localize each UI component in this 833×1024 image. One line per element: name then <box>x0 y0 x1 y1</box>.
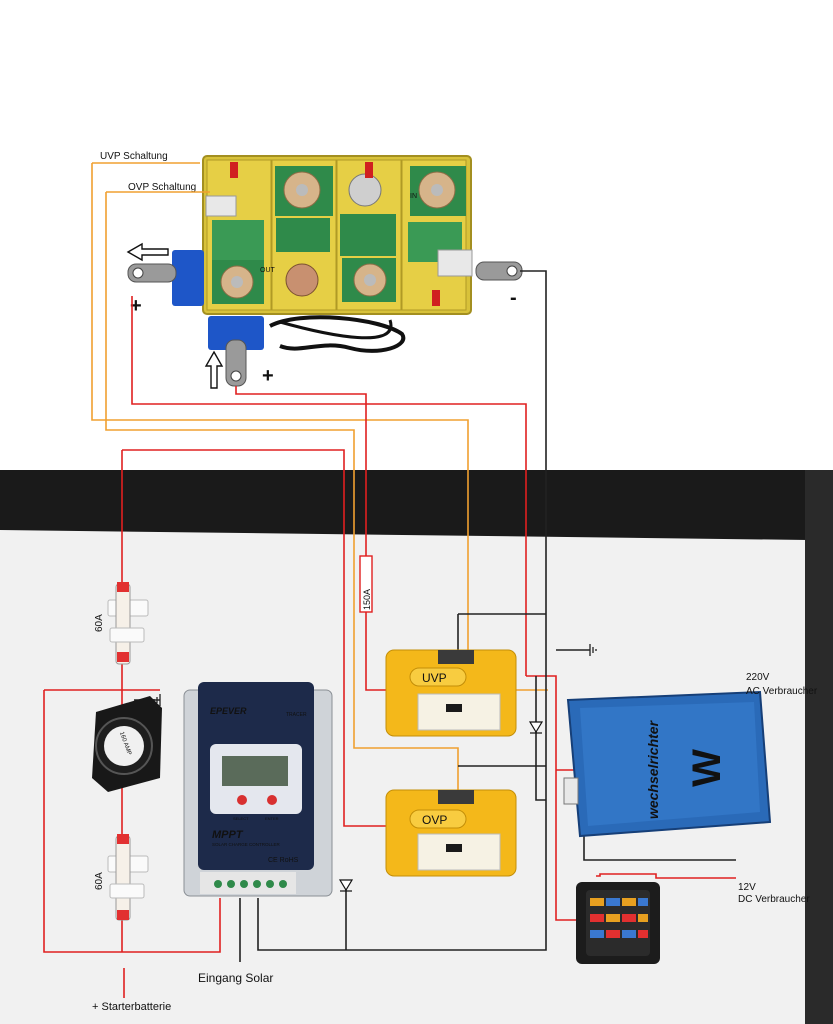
ac-load-label: AC Verbraucher <box>746 686 818 697</box>
terminal-negative <box>475 261 523 281</box>
inverter-logo: W <box>685 749 729 787</box>
uvp-module: UVP <box>385 649 517 737</box>
uvp-module-label: UVP <box>422 671 447 685</box>
board-edge <box>805 470 833 1024</box>
fuse-150a: 150A <box>359 555 373 613</box>
enter-button[interactable] <box>267 795 277 805</box>
svg-text:60A: 60A <box>94 614 105 632</box>
dc-voltage-label: 12V <box>738 882 756 893</box>
dark-backdrop <box>0 470 833 540</box>
inverter-brand: wechselrichter <box>645 719 661 819</box>
diode-bottom <box>338 879 354 892</box>
svg-text:150A: 150A <box>362 589 372 610</box>
controller-brand: EPEVER <box>210 706 247 716</box>
cable-bundle <box>269 315 406 353</box>
diode-right <box>528 721 544 734</box>
controller-subtitle: SOLAR CHARGE CONTROLLER <box>212 842 281 847</box>
starter-battery-label: + Starterbatterie <box>92 1001 171 1013</box>
current-shunt-left <box>127 250 204 306</box>
select-button[interactable] <box>237 795 247 805</box>
cell-mark-out: OUT <box>260 267 276 274</box>
arrow-up-icon <box>204 350 224 389</box>
fuse-box <box>576 882 660 964</box>
enter-label: ENTER <box>265 816 279 821</box>
arrow-left-icon <box>126 242 169 262</box>
dc-load-label: DC Verbraucher <box>738 894 810 905</box>
inverter: wechselrichter W <box>563 690 772 838</box>
controller-series: TRACER <box>286 712 307 718</box>
solar-input-label: Eingang Solar <box>198 971 273 985</box>
terminal-minus: - <box>510 287 517 309</box>
ovp-module-label: OVP <box>422 813 447 827</box>
controller-cert: CE RoHS <box>268 857 299 864</box>
ac-voltage-label: 220V <box>746 672 770 683</box>
battery-pack: OUT IN <box>202 155 473 315</box>
select-label: SELECT <box>233 816 249 821</box>
svg-text:60A: 60A <box>94 872 105 890</box>
controller-title: MPPT <box>212 829 244 841</box>
terminal-plus-bottom: + <box>262 365 274 387</box>
terminal-plus-left: + <box>130 295 142 317</box>
battery-isolator-relay: 160 AMP <box>92 696 162 792</box>
ovp-circuit-label: OVP Schaltung <box>128 182 196 193</box>
ground-icon-inverter <box>589 644 597 656</box>
fuse-60a-bottom: 60A <box>94 834 149 921</box>
fuse-60a-top: 60A <box>94 582 149 665</box>
ovp-module: OVP <box>385 789 517 877</box>
cell-mark-in: IN <box>410 193 417 200</box>
wires-orange <box>91 162 548 790</box>
uvp-circuit-label: UVP Schaltung <box>100 151 168 162</box>
mppt-controller: EPEVER TRACER SELECT ENTER MPPT SOLAR CH… <box>183 682 333 897</box>
